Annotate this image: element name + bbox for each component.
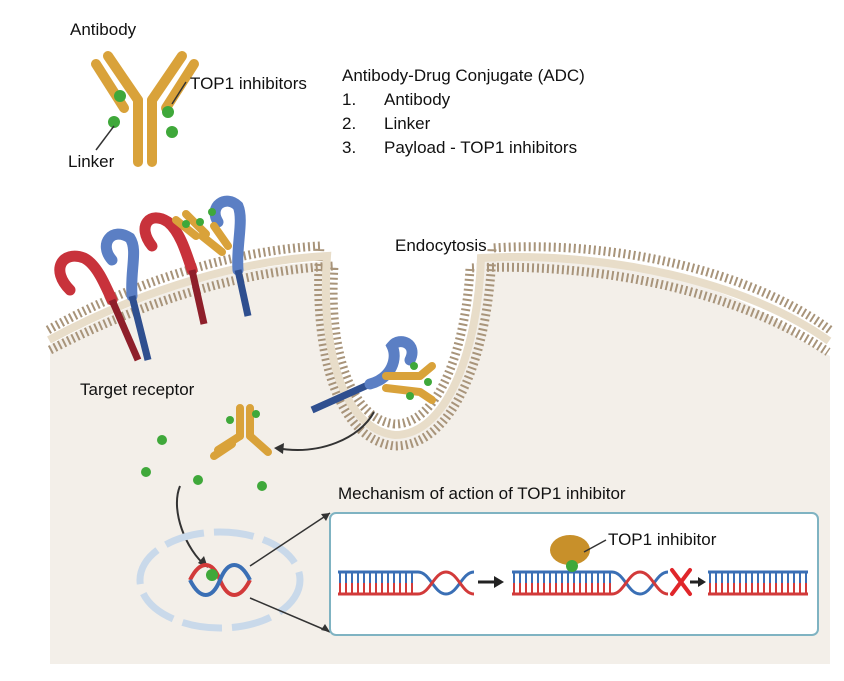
adc-legend-text: Payload - TOP1 inhibitors bbox=[384, 138, 578, 157]
adc-legend-item: 3. Payload - TOP1 inhibitors bbox=[342, 136, 585, 160]
nucleus-dna bbox=[188, 563, 252, 597]
antibody-label: Antibody bbox=[70, 20, 137, 39]
top1-inhibitor-pointer bbox=[583, 539, 607, 553]
adc-legend-title: Antibody-Drug Conjugate (ADC) bbox=[342, 66, 585, 85]
zoom-line-bottom bbox=[249, 597, 331, 633]
adc-legend-num: 1. bbox=[342, 90, 357, 109]
top1-inhibitor-label: TOP1 inhibitor bbox=[608, 530, 717, 549]
adc-legend-num: 3. bbox=[342, 138, 357, 157]
adc-legend-num: 2. bbox=[342, 114, 357, 133]
cell-membrane-inner bbox=[47, 261, 831, 429]
top1-enzyme-icon bbox=[550, 535, 590, 572]
zoom-line-top bbox=[249, 512, 331, 567]
adc-legend: Antibody-Drug Conjugate (ADC) 1. Antibod… bbox=[342, 64, 585, 160]
adc-legend-text: Antibody bbox=[384, 90, 451, 109]
adc-legend-item: 1. Antibody bbox=[342, 88, 585, 112]
endocytosis-label: Endocytosis bbox=[395, 236, 487, 255]
nucleus bbox=[136, 528, 304, 632]
mechanism-dna-strands bbox=[338, 570, 808, 596]
right-arrow-icon bbox=[478, 576, 504, 588]
adc-antibody-structure bbox=[91, 51, 199, 167]
top1-pointer bbox=[171, 81, 187, 105]
release-arrow bbox=[275, 411, 375, 451]
linker-pointer bbox=[95, 125, 115, 151]
payload-icon bbox=[108, 90, 178, 138]
adc-legend-item: 2. Linker bbox=[342, 112, 585, 136]
released-antibody bbox=[210, 404, 272, 460]
adc-legend-text: Linker bbox=[384, 114, 431, 133]
top1-inhibitors-label: TOP1 inhibitors bbox=[190, 74, 307, 93]
right-arrow-icon bbox=[690, 577, 706, 587]
internalized-adc-complex bbox=[310, 336, 436, 414]
block-x-icon bbox=[670, 568, 692, 596]
target-receptor-pair-1 bbox=[54, 228, 152, 362]
mechanism-title: Mechanism of action of TOP1 inhibitor bbox=[338, 484, 626, 503]
free-payload-icons bbox=[141, 435, 267, 491]
target-receptor-pair-2 bbox=[139, 195, 252, 325]
linker-label: Linker bbox=[68, 152, 115, 171]
target-receptor-label: Target receptor bbox=[80, 380, 195, 399]
